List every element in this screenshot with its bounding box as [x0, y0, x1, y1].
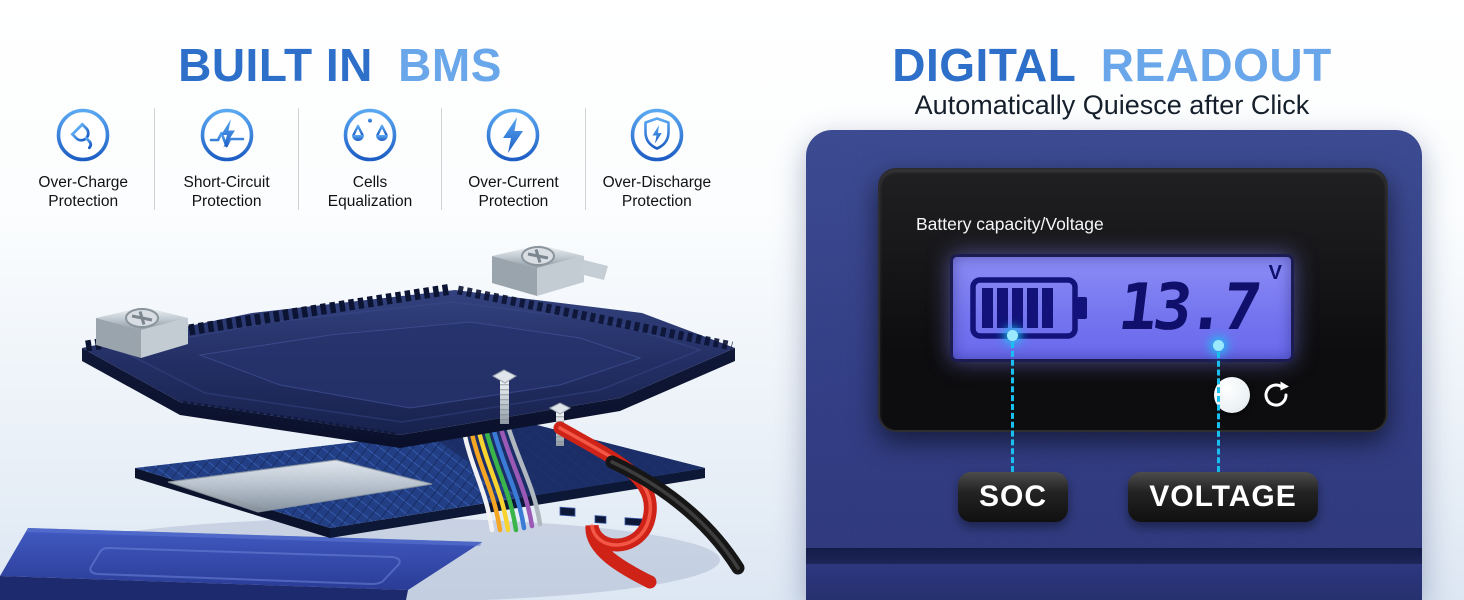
feature-divider: [441, 108, 443, 210]
shield-lightning-icon: [630, 108, 684, 162]
right-title-part1: DIGITAL: [892, 39, 1076, 91]
battery-gauge-icon: [970, 277, 1087, 339]
voltage-badge: VOLTAGE: [1128, 472, 1318, 522]
feature-label-line2: Protection: [478, 193, 549, 211]
panel-front-edge: [806, 548, 1422, 564]
feature-divider: [584, 108, 586, 210]
voltage-unit: V: [1268, 262, 1282, 284]
feature-label-line2: Protection: [621, 193, 692, 211]
feature-label-line1: Over-Charge: [38, 174, 128, 191]
plug-icon: [56, 108, 110, 162]
feature-label: Over-Charge Protection: [38, 173, 128, 212]
feature-label: Short-Circuit Protection: [184, 173, 270, 212]
terminal-block-positive: [492, 245, 608, 296]
cycle-icon: [1258, 377, 1294, 413]
feature-label-line1: Cells: [352, 174, 388, 191]
soc-indicator-dot: [1007, 330, 1018, 341]
voltage-callout-line: [1217, 352, 1220, 472]
feature-label-line2: Protection: [48, 193, 119, 211]
right-section-title: DIGITAL READOUT: [760, 38, 1464, 92]
battery-face-panel: Battery capacity/Voltage 13.7 V: [806, 130, 1422, 600]
battery-exploded-photo: [0, 245, 745, 600]
battery-meter-module: Battery capacity/Voltage 13.7 V: [878, 168, 1388, 432]
feature-label-line2: Equalization: [327, 193, 413, 211]
lightning-icon: [487, 108, 540, 162]
left-title-part2: BMS: [398, 39, 502, 91]
soc-badge: SOC: [958, 472, 1068, 522]
left-title-part1: BUILT IN: [178, 39, 373, 91]
power-cables: [553, 421, 745, 589]
right-subtitle: Automatically Quiesce after Click: [914, 90, 1310, 120]
battery-case: [0, 528, 482, 600]
feature-icon-row: Over-Charge Protection Short-Circuit Pro…: [12, 106, 728, 212]
display-wake-button[interactable]: [1214, 377, 1250, 413]
feature-label: Over-Current Protection: [468, 173, 558, 212]
voltage-indicator-dot: [1213, 340, 1224, 351]
balance-scale-icon: [343, 108, 397, 162]
feature-over-charge: Over-Charge Protection: [12, 106, 154, 212]
feature-label-line2: Protection: [191, 193, 262, 211]
feature-label: Cells Equalization: [328, 173, 412, 212]
right-title-part2: READOUT: [1100, 39, 1332, 91]
short-circuit-icon: [200, 108, 253, 162]
feature-short-circuit: Short-Circuit Protection: [155, 106, 297, 212]
feature-divider: [297, 108, 299, 210]
feature-label-line1: Over-Current: [468, 174, 559, 191]
left-section-title: BUILT IN BMS: [0, 38, 680, 92]
lcd-screen: 13.7 V: [950, 254, 1294, 362]
feature-label-line1: Short-Circuit: [183, 174, 270, 191]
feature-cells-equalization: Cells Equalization: [299, 106, 441, 212]
feature-label-line1: Over-Discharge: [602, 174, 712, 191]
feature-label: Over-Discharge Protection: [603, 173, 712, 212]
panel-lower-face: [806, 564, 1422, 600]
battery-lid: [82, 283, 735, 448]
feature-over-discharge: Over-Discharge Protection: [586, 106, 728, 212]
soc-callout-line: [1011, 342, 1014, 472]
feature-divider: [154, 108, 156, 210]
ribbon-wires: [461, 417, 543, 533]
terminal-block-negative: [96, 307, 188, 358]
meter-label: Battery capacity/Voltage: [916, 214, 1104, 234]
feature-over-current: Over-Current Protection: [442, 106, 584, 212]
voltage-reading: 13.7: [1114, 271, 1262, 345]
